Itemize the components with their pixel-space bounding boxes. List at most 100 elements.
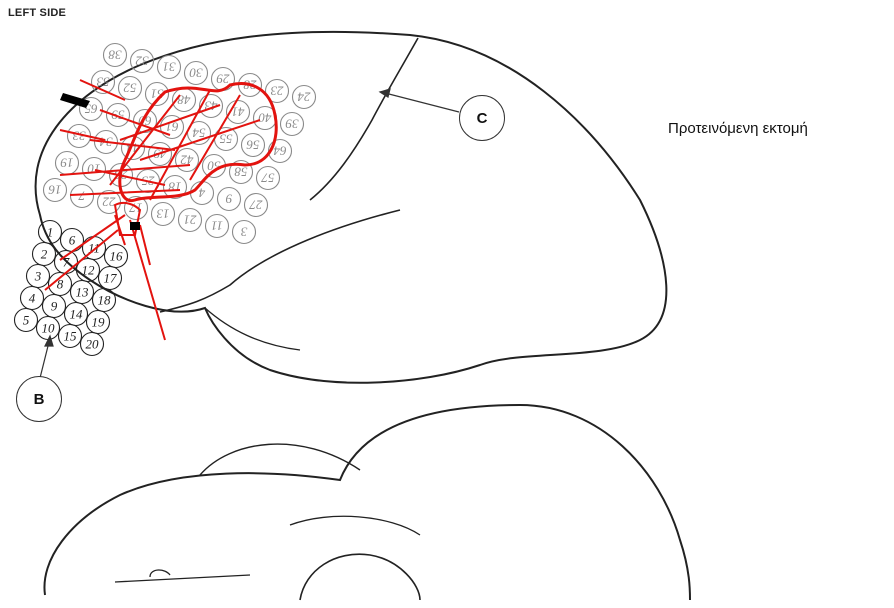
electrode-number: 19 (60, 156, 74, 171)
electrode-contact: 42 (176, 149, 199, 172)
electrode-number: 57 (261, 171, 275, 186)
electrode-number: 31 (163, 60, 177, 75)
electrode-number: 64 (273, 144, 287, 159)
electrode-contact: 3 (27, 265, 50, 288)
electrode-number: 10 (42, 321, 56, 336)
electrode-number: 13 (76, 285, 90, 300)
pointer-c (380, 89, 459, 112)
electrode-contact: 14 (65, 303, 88, 326)
electrode-contact: 52 (119, 77, 142, 100)
brainstem-shape (300, 554, 420, 600)
electrode-contact: 24 (293, 86, 316, 109)
left-side-label: LEFT SIDE (8, 7, 66, 19)
electrode-number: 29 (216, 72, 230, 87)
electrode-contact: 56 (242, 134, 265, 157)
electrode-strip-b: 1234567891011121314151617181920 (15, 221, 128, 356)
electrode-number: 52 (123, 81, 137, 96)
electrode-number: 3 (34, 269, 42, 284)
electrode-number: 4 (198, 186, 205, 201)
electrode-number: 17 (129, 201, 143, 216)
electrode-number: 30 (189, 66, 204, 81)
electrode-number: 38 (108, 48, 123, 63)
callout-b-letter: B (34, 391, 45, 408)
electrode-contact: 10 (37, 317, 60, 340)
pointer-b (40, 336, 53, 378)
electrode-contact: 16 (105, 245, 128, 268)
electrode-contact: 7 (55, 251, 78, 274)
electrode-contact: 2 (33, 243, 56, 266)
brain-medial-outline (44, 405, 690, 600)
electrode-number: 58 (234, 165, 248, 180)
electrode-number: 11 (211, 219, 223, 234)
callout-c-letter: C (477, 110, 488, 127)
temporal-lower-edge (205, 308, 300, 350)
corpus-callosum (290, 516, 420, 535)
electrode-number: 9 (225, 192, 232, 207)
electrode-contact: 31 (158, 56, 181, 79)
electrode-number: 18 (98, 293, 112, 308)
electrode-number: 39 (285, 117, 300, 132)
electrode-number: 40 (258, 111, 272, 126)
electrode-number: 22 (102, 195, 116, 210)
electrode-number: 17 (104, 271, 118, 286)
electrode-number: 16 (48, 183, 62, 198)
electrode-number: 3 (240, 225, 248, 240)
electrode-number: 24 (297, 90, 311, 105)
electrode-contact: 9 (218, 188, 241, 211)
electrode-contact: 21 (179, 209, 202, 232)
electrode-contact: 39 (281, 113, 304, 136)
electrode-contact: 7 (71, 185, 94, 208)
electrode-number: 9 (51, 299, 58, 314)
electrode-number: 23 (270, 84, 284, 99)
electrode-number: 56 (246, 138, 260, 153)
black-electrode-marker (130, 222, 140, 230)
proposed-resection-caption: Προτεινόμενη εκτομή (668, 120, 808, 137)
electrode-contact: 19 (56, 152, 79, 175)
electrode-contact: 11 (206, 215, 229, 238)
electrode-contact: 57 (257, 167, 280, 190)
electrode-contact: 15 (59, 325, 82, 348)
electrode-contact: 3 (233, 221, 256, 244)
electrode-contact: 4 (191, 182, 214, 205)
electrode-number: 1 (47, 225, 54, 240)
electrode-contact: 30 (185, 62, 208, 85)
electrode-number: 27 (249, 198, 263, 213)
electrode-number: 12 (82, 263, 96, 278)
electrode-contact: 13 (152, 203, 175, 226)
electrode-contact: 4 (21, 287, 44, 310)
electrode-contact: 10 (83, 158, 106, 181)
electrode-contact: 20 (81, 333, 104, 356)
medial-streak (115, 570, 250, 582)
electrode-contact: 18 (93, 289, 116, 312)
electrode-contact: 38 (104, 44, 127, 67)
electrode-contact: 29 (212, 68, 235, 91)
electrode-number: 10 (87, 162, 101, 177)
electrode-contact: 59 (107, 104, 130, 127)
electrode-contact: 19 (87, 311, 110, 334)
electrode-number: 20 (86, 337, 100, 352)
electrode-number: 15 (64, 329, 78, 344)
electrode-contact: 16 (44, 179, 67, 202)
electrode-contact: 13 (71, 281, 94, 304)
electrode-number: 4 (29, 291, 36, 306)
central-sulcus (310, 38, 418, 200)
electrode-contact: 17 (99, 267, 122, 290)
callout-c: C (459, 95, 505, 141)
electrode-contact: 9 (43, 295, 66, 318)
electrode-contact: 27 (245, 194, 268, 217)
electrode-number: 13 (156, 207, 170, 222)
electrode-number: 19 (92, 315, 106, 330)
electrode-number: 7 (78, 189, 85, 204)
electrode-number: 21 (184, 213, 197, 228)
electrode-contact: 5 (15, 309, 38, 332)
electrode-contact: 6 (61, 229, 84, 252)
electrode-number: 32 (135, 54, 150, 69)
electrode-number: 2 (41, 247, 48, 262)
electrode-number: 14 (70, 307, 84, 322)
electrode-number: 18 (168, 180, 182, 195)
electrode-number: 6 (69, 233, 76, 248)
medial-inner-line (200, 444, 360, 475)
electrode-number: 16 (110, 249, 124, 264)
